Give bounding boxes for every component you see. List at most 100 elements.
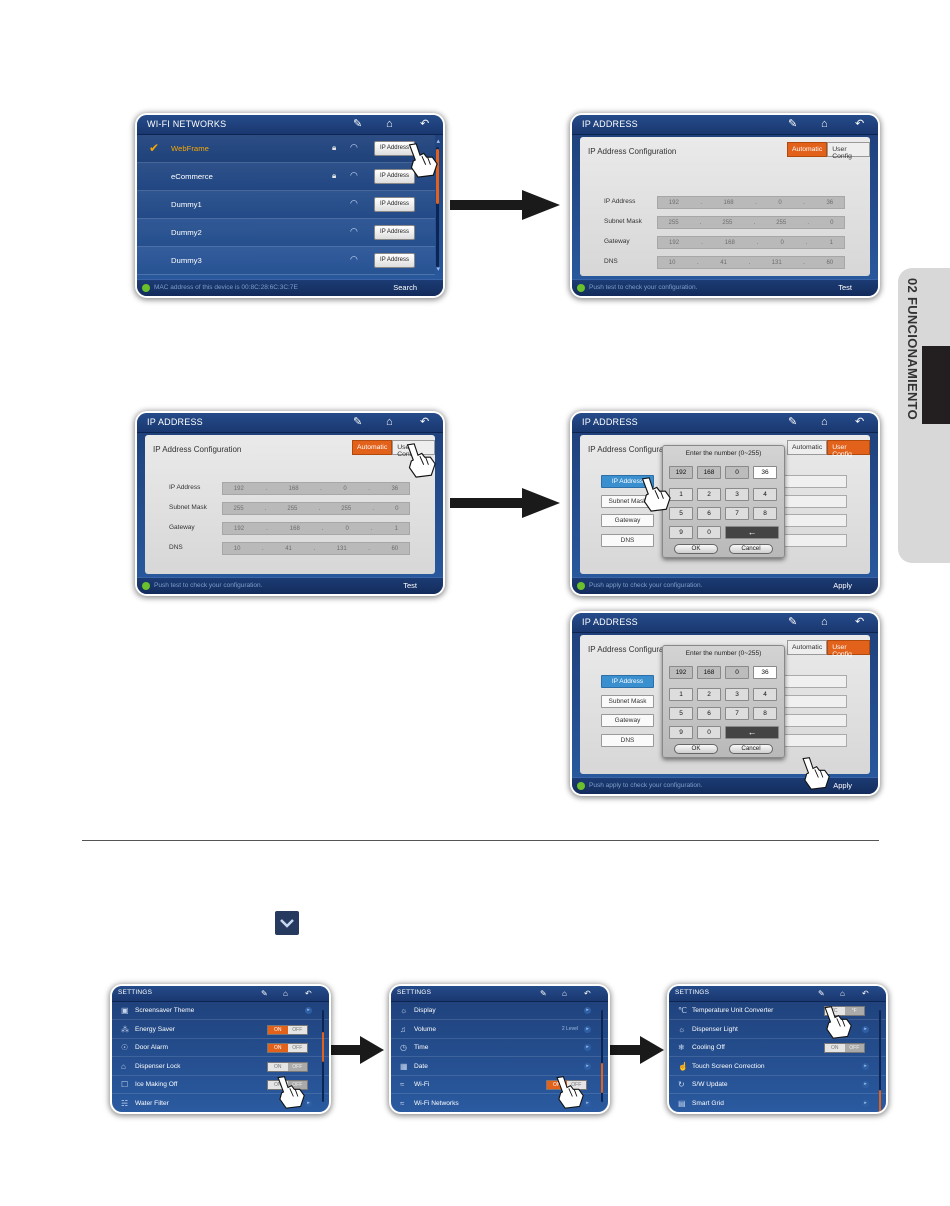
- settings-row[interactable]: ▤Smart Grid▸: [669, 1095, 886, 1112]
- chevron-right-icon[interactable]: ▸: [862, 1025, 869, 1033]
- user-config-button[interactable]: User Config: [827, 640, 870, 658]
- ip-address-button[interactable]: IP Address: [374, 225, 415, 240]
- apply-button[interactable]: Apply: [833, 581, 852, 590]
- digit-key[interactable]: 1: [669, 488, 693, 501]
- notes-icon[interactable]: ✎: [788, 616, 798, 628]
- toggle-off[interactable]: OFF: [287, 1081, 307, 1089]
- scrollbar-thumb[interactable]: [879, 1090, 881, 1112]
- digit-key[interactable]: 3: [725, 488, 749, 501]
- ip-address-button[interactable]: IP Address: [374, 253, 415, 268]
- field-button[interactable]: Gateway: [601, 714, 654, 727]
- digit-key[interactable]: 7: [725, 707, 749, 720]
- chevron-right-icon[interactable]: ▸: [862, 1099, 869, 1107]
- ok-button[interactable]: OK: [674, 744, 718, 754]
- chevron-right-icon[interactable]: ▸: [862, 1062, 869, 1070]
- settings-row[interactable]: ▦Date▸: [391, 1058, 608, 1076]
- apply-button[interactable]: Apply: [833, 781, 852, 790]
- home-icon[interactable]: ⌂: [821, 118, 828, 130]
- digit-key[interactable]: 5: [669, 507, 693, 520]
- toggle-off[interactable]: OFF: [287, 1044, 307, 1052]
- search-button[interactable]: Search: [393, 283, 417, 292]
- digit-key[interactable]: 9: [669, 526, 693, 539]
- backspace-key[interactable]: ←: [725, 726, 779, 739]
- chevron-right-icon[interactable]: ▸: [305, 1007, 312, 1014]
- digit-key[interactable]: 2: [697, 488, 721, 501]
- digit-key[interactable]: 0: [697, 726, 721, 739]
- digit-key[interactable]: 8: [753, 707, 777, 720]
- chevron-right-icon[interactable]: ▸: [305, 1099, 312, 1107]
- toggle-off[interactable]: OFF: [287, 1025, 307, 1034]
- settings-row[interactable]: ≈Wi-Fi Networks▸: [391, 1095, 608, 1112]
- digit-key[interactable]: 4: [753, 688, 777, 701]
- notes-icon[interactable]: ✎: [261, 989, 268, 998]
- chevron-right-icon[interactable]: ▸: [584, 1044, 591, 1051]
- scroll-down-icon[interactable]: ▾: [436, 266, 440, 273]
- toggle-off[interactable]: °F: [844, 1007, 864, 1015]
- value-entry-field[interactable]: [780, 533, 847, 547]
- field-button[interactable]: DNS: [601, 533, 654, 547]
- back-icon[interactable]: ↶: [420, 118, 430, 130]
- field-button[interactable]: IP Address: [601, 675, 654, 688]
- digit-key[interactable]: 8: [753, 507, 777, 520]
- notes-icon[interactable]: ✎: [818, 989, 825, 998]
- toggle-on[interactable]: °C: [825, 1007, 845, 1015]
- back-icon[interactable]: ↶: [305, 989, 312, 998]
- back-icon[interactable]: ↶: [855, 616, 865, 628]
- chevron-right-icon[interactable]: ▸: [862, 1081, 869, 1088]
- test-button[interactable]: Test: [838, 283, 852, 292]
- home-icon[interactable]: ⌂: [840, 989, 845, 998]
- field-button[interactable]: IP Address: [601, 475, 654, 488]
- chevron-right-icon[interactable]: ▸: [584, 1025, 591, 1033]
- octet-display[interactable]: 36: [753, 466, 777, 479]
- back-icon[interactable]: ↶: [862, 989, 869, 998]
- scrollbar[interactable]: [322, 1010, 324, 1102]
- user-config-button[interactable]: User Config: [827, 142, 870, 160]
- on-off-toggle[interactable]: °C°F: [824, 1006, 865, 1016]
- toggle-on[interactable]: ON: [825, 1044, 845, 1052]
- back-icon[interactable]: ↶: [855, 118, 865, 130]
- scrollbar[interactable]: [436, 147, 439, 267]
- toggle-on[interactable]: ON: [268, 1062, 288, 1071]
- back-icon[interactable]: ↶: [855, 416, 865, 428]
- value-entry-field[interactable]: [780, 475, 847, 488]
- field-button[interactable]: DNS: [601, 733, 654, 747]
- scrollbar[interactable]: [879, 1010, 881, 1112]
- octet-display[interactable]: 168: [697, 466, 721, 479]
- back-icon[interactable]: ↶: [584, 989, 591, 998]
- value-entry-field[interactable]: [780, 675, 847, 688]
- octet-display[interactable]: 36: [753, 666, 777, 679]
- scrollbar[interactable]: [601, 1010, 603, 1102]
- settings-row[interactable]: ☼Dispenser Light▸: [669, 1021, 886, 1039]
- home-icon[interactable]: ⌂: [821, 416, 828, 428]
- network-row[interactable]: ✔WebFrame🔒︎◠IP Address: [137, 135, 435, 163]
- digit-key[interactable]: 6: [697, 707, 721, 720]
- network-row[interactable]: eCommerce🔒︎◠IP Address: [137, 163, 435, 191]
- cancel-button[interactable]: Cancel: [729, 744, 773, 754]
- notes-icon[interactable]: ✎: [353, 118, 363, 130]
- toggle-off[interactable]: OFF: [287, 1062, 307, 1071]
- toggle-on[interactable]: ON: [547, 1081, 567, 1089]
- notes-icon[interactable]: ✎: [353, 416, 363, 428]
- user-config-button[interactable]: User Config: [392, 440, 435, 458]
- network-row[interactable]: Dummy3◠IP Address: [137, 247, 435, 275]
- home-icon[interactable]: ⌂: [386, 416, 393, 428]
- octet-display[interactable]: 192: [669, 666, 693, 679]
- octet-display[interactable]: 0: [725, 666, 749, 679]
- settings-row[interactable]: ◷Time▸: [391, 1039, 608, 1057]
- home-icon[interactable]: ⌂: [283, 989, 288, 998]
- toggle-on[interactable]: ON: [268, 1025, 288, 1034]
- value-entry-field[interactable]: [780, 714, 847, 727]
- digit-key[interactable]: 1: [669, 688, 693, 701]
- home-icon[interactable]: ⌂: [386, 118, 393, 130]
